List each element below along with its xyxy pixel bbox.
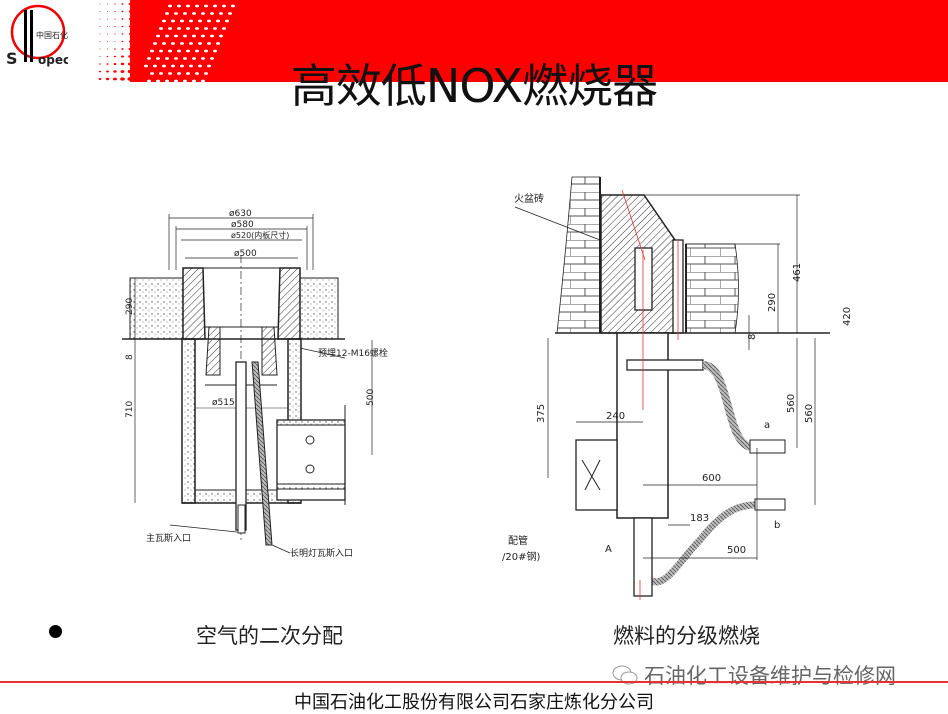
page-title: 高效低NOX燃烧器 bbox=[290, 59, 658, 113]
label-b: b bbox=[774, 520, 780, 531]
dim-w240: 240 bbox=[606, 411, 625, 422]
watermark: 石油化工设备维护与检修网 bbox=[612, 660, 896, 690]
caption-fuel-staging: 燃料的分级燃烧 bbox=[613, 624, 760, 648]
right-drawing-labels: 火盆砖 461 290 420 8 375 560 560 240 600 18… bbox=[502, 192, 853, 563]
dim-w183: 183 bbox=[690, 513, 709, 524]
dim-w600: 600 bbox=[702, 473, 721, 484]
left-drawing-labels: ø630 ø580 ø520(内板尺寸) ø500 ø515 290 8 710… bbox=[125, 209, 388, 559]
label-pipe: 配管 bbox=[508, 534, 528, 547]
dim-d500: ø500 bbox=[234, 249, 257, 259]
caption-air-staging: 空气的二次分配 bbox=[196, 624, 343, 648]
dim-h560-a: 560 bbox=[786, 394, 797, 413]
dim-d630: ø630 bbox=[229, 209, 252, 219]
label-main-gas-inlet: 主瓦斯入口 bbox=[146, 532, 191, 544]
header-band bbox=[130, 0, 948, 82]
dim-h500: 500 bbox=[366, 389, 376, 406]
dim-d520: ø520(内板尺寸) bbox=[231, 230, 289, 240]
dim-d580: ø580 bbox=[231, 220, 254, 230]
dim-h461: 461 bbox=[792, 263, 803, 282]
halftone-decoration bbox=[98, 0, 260, 82]
right-burner-drawing bbox=[514, 176, 830, 600]
label-A: A bbox=[605, 544, 612, 555]
dim-h8: 8 bbox=[747, 334, 758, 340]
dim-h710: 710 bbox=[125, 401, 135, 418]
dim-h420: 420 bbox=[842, 307, 853, 326]
dim-h560-b: 560 bbox=[804, 404, 815, 423]
label-pipe-material: /20#钢) bbox=[502, 550, 540, 563]
svg-text:S: S bbox=[6, 49, 18, 68]
dim-h8: 8 bbox=[125, 354, 135, 360]
footer-divider bbox=[0, 681, 948, 683]
bullet-point bbox=[49, 625, 62, 638]
sinopec-logo: 中国石化 S opec bbox=[6, 4, 68, 68]
left-burner-drawing bbox=[122, 214, 373, 554]
dim-h290: 290 bbox=[125, 298, 135, 315]
label-brick: 火盆砖 bbox=[514, 192, 544, 205]
svg-text:opec: opec bbox=[38, 53, 68, 67]
dim-w500: 500 bbox=[727, 545, 746, 556]
svg-text:中国石化: 中国石化 bbox=[36, 30, 68, 40]
label-pilot-gas-inlet: 长明灯瓦斯入口 bbox=[290, 547, 353, 559]
dim-h375: 375 bbox=[536, 404, 547, 423]
label-bolts: 预埋12-M16螺栓 bbox=[318, 347, 388, 359]
watermark-text: 石油化工设备维护与检修网 bbox=[644, 664, 896, 688]
dim-d515: ø515 bbox=[212, 398, 235, 408]
dim-h290: 290 bbox=[767, 293, 778, 312]
footer-company: 中国石油化工股份有限公司石家庄炼化分公司 bbox=[294, 692, 654, 713]
label-a: a bbox=[764, 420, 770, 431]
